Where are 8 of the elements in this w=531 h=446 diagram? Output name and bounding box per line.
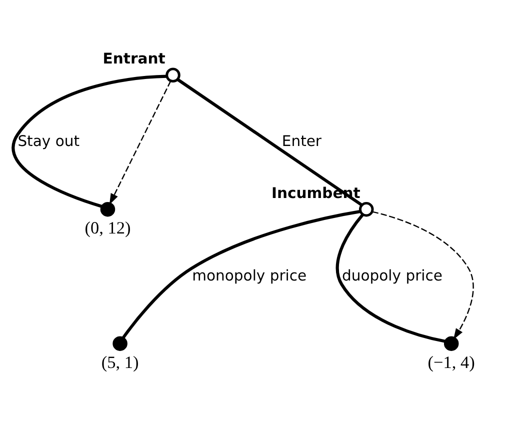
node-label: Entrant [102,50,166,68]
edge-label: Stay out [18,132,80,150]
node-label: (0, 12) [84,218,131,238]
node-label: (−1, 4) [428,352,475,372]
edge-label: monopoly price [192,266,307,284]
edge-label: duopoly price [342,266,442,284]
edge-label: Enter [282,132,322,150]
node-label: (5, 1) [101,352,139,372]
